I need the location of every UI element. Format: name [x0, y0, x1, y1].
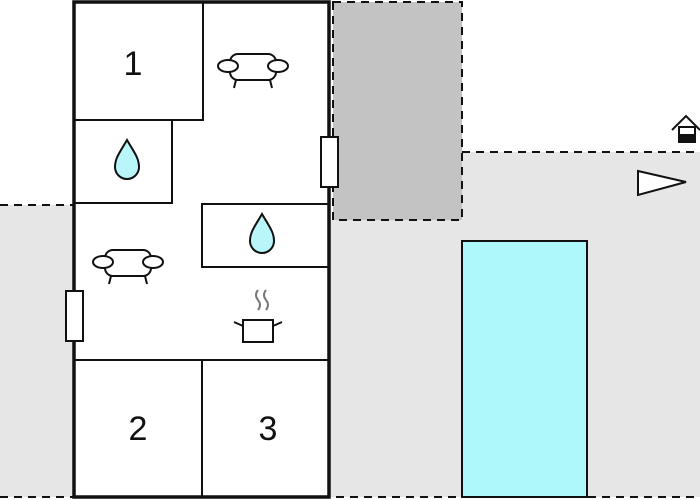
terrace [332, 1, 463, 221]
sofa-icon [217, 53, 289, 89]
direction-arrow-icon [637, 169, 687, 197]
cooking-pot-icon [233, 289, 283, 343]
room-3-label: 3 [259, 410, 278, 448]
water-drop-icon [113, 138, 141, 180]
room-1-label: 1 [124, 45, 143, 83]
window [320, 136, 339, 188]
swimming-pool [461, 240, 588, 498]
window [65, 290, 84, 342]
house-icon [671, 114, 700, 143]
sofa-icon [92, 249, 164, 285]
water-drop-icon [248, 212, 276, 254]
room-2-label: 2 [129, 410, 148, 448]
